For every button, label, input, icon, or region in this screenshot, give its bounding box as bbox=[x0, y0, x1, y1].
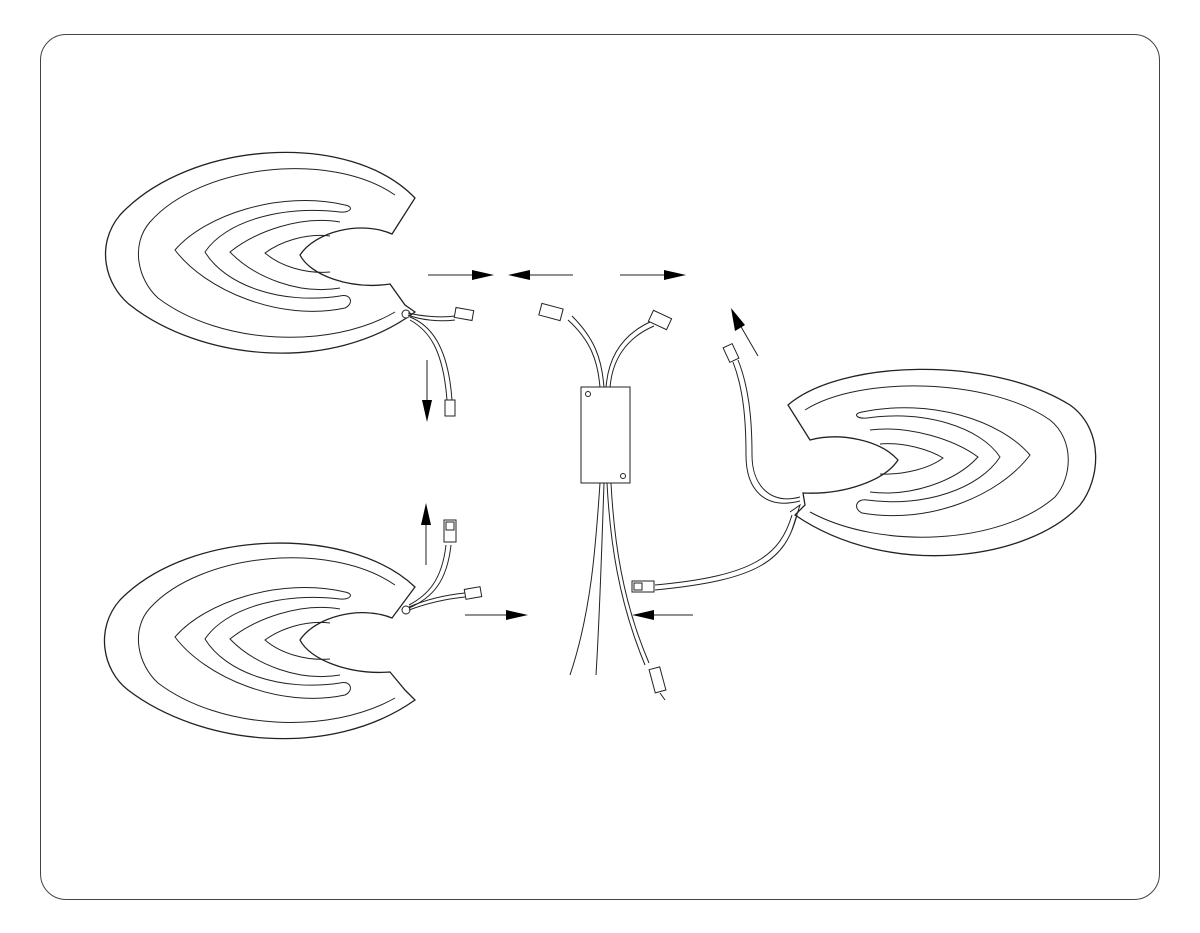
heating-element-chevron bbox=[856, 407, 1031, 517]
arrow-left bbox=[632, 610, 693, 620]
wire-connector bbox=[631, 580, 655, 593]
heating-element-chevron bbox=[229, 606, 341, 678]
heating-element-chevron bbox=[264, 234, 331, 273]
harness-wire bbox=[567, 319, 601, 389]
wire-connector bbox=[453, 306, 475, 322]
lead-grommet bbox=[401, 309, 411, 319]
wire-connector bbox=[722, 342, 740, 364]
harness-wire bbox=[605, 321, 651, 389]
assembly-arrows bbox=[421, 270, 759, 620]
lead-wire bbox=[408, 592, 466, 608]
arrow-right bbox=[465, 610, 528, 620]
lead-grommet bbox=[401, 605, 411, 615]
pad-inner-outline bbox=[804, 385, 1069, 538]
lead-wire bbox=[408, 544, 452, 609]
wire-connector bbox=[444, 399, 456, 417]
pad-outline bbox=[104, 151, 417, 354]
heating-pad-right bbox=[631, 342, 1097, 593]
lead-wire bbox=[737, 359, 801, 500]
harness-wire bbox=[595, 482, 605, 676]
harness-wire bbox=[610, 482, 650, 664]
arrow-up-left bbox=[731, 308, 759, 357]
heating-element-chevron bbox=[869, 428, 979, 494]
temperature-sensor bbox=[648, 666, 667, 694]
arrow-up bbox=[421, 503, 431, 565]
lead-wire bbox=[409, 316, 453, 401]
lead-wire bbox=[407, 312, 456, 318]
pad-outline bbox=[787, 368, 1097, 557]
wire-connector bbox=[633, 582, 643, 591]
lead-wire bbox=[732, 361, 801, 504]
lead-wire bbox=[654, 514, 798, 591]
pad-inner-outline bbox=[137, 557, 396, 723]
heating-pad-top-left bbox=[104, 151, 475, 417]
pad-outline bbox=[103, 542, 417, 740]
arrow-right bbox=[428, 270, 494, 280]
lead-wire bbox=[408, 596, 466, 611]
heating-element-chevron bbox=[174, 587, 351, 699]
harness-wire bbox=[569, 482, 601, 676]
arrow-right bbox=[620, 270, 686, 280]
harness-wire bbox=[606, 482, 646, 666]
mounting-hole bbox=[585, 391, 591, 397]
heating-pad-bottom-left bbox=[103, 519, 483, 740]
arrow-down bbox=[422, 360, 432, 422]
mounting-hole bbox=[620, 473, 626, 479]
heating-element-chevron bbox=[264, 621, 331, 660]
harness-wire bbox=[609, 325, 655, 389]
pad-inner-outline bbox=[137, 168, 396, 338]
wire-connector bbox=[445, 521, 455, 531]
lead-wire bbox=[407, 314, 456, 322]
heating-element-chevron bbox=[229, 219, 341, 291]
wire-connector bbox=[538, 302, 564, 322]
lead-wire bbox=[409, 319, 448, 401]
lead-wire bbox=[408, 544, 447, 606]
temperature-sensor-tip bbox=[659, 692, 666, 701]
arrow-left bbox=[508, 270, 573, 280]
lead-wire bbox=[654, 514, 793, 586]
heating-element-chevron bbox=[174, 200, 351, 312]
heating-element-chevron bbox=[879, 443, 944, 475]
harness-wire bbox=[571, 315, 605, 389]
diagram-frame bbox=[40, 34, 1160, 900]
wire-connector bbox=[463, 586, 483, 600]
wire-connector bbox=[647, 309, 673, 331]
control-box bbox=[580, 386, 631, 484]
control-module bbox=[538, 302, 673, 701]
